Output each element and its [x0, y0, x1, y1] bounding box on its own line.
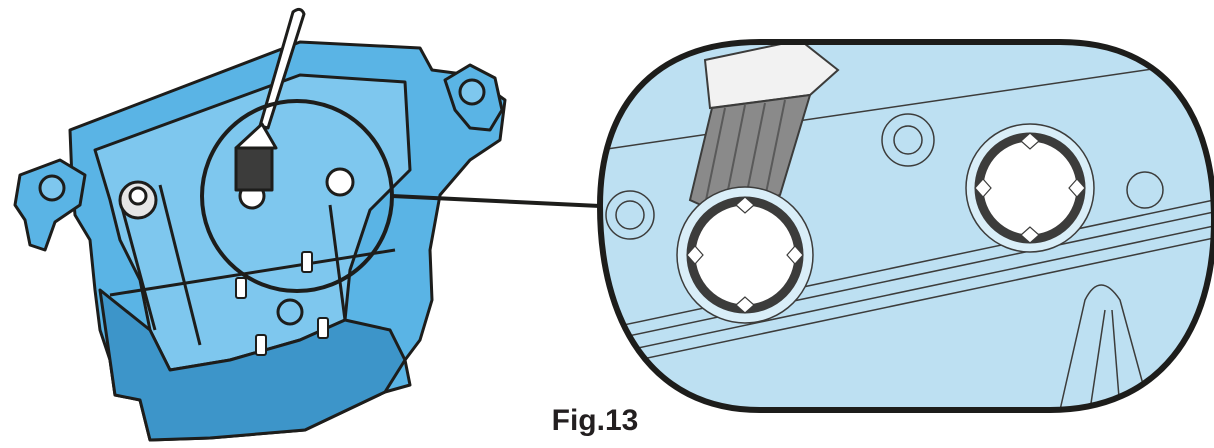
bristle-line	[764, 99, 786, 199]
brush-bristles	[234, 146, 274, 192]
zoom-wall-fin	[1089, 309, 1106, 410]
zoom-boss	[893, 125, 923, 155]
port-left	[676, 186, 814, 324]
zoom-wall-fin	[1059, 284, 1151, 410]
left-hinge-knob	[38, 174, 66, 202]
left-hinge-tab	[13, 158, 87, 252]
zoom-surface-line	[600, 225, 1214, 357]
zoom-surface-line	[600, 211, 1214, 343]
housing-rib	[328, 204, 347, 321]
port-right-arrows	[974, 132, 1086, 244]
cleaning-brush-small	[234, 7, 306, 192]
bristle-line	[744, 102, 766, 203]
zoom-boss	[881, 113, 935, 167]
housing-part	[13, 40, 507, 442]
zoom-boss	[1126, 171, 1164, 209]
port-right-ring	[974, 132, 1086, 244]
housing-clip	[235, 251, 329, 356]
housing-rib	[158, 184, 202, 346]
port-left-arrows	[686, 196, 804, 314]
right-hinge-knob	[458, 78, 486, 106]
zoom-surface-line	[600, 59, 1214, 151]
zoom-detail-panel	[596, 39, 1214, 413]
housing-rib	[109, 248, 396, 297]
housing-rib	[118, 199, 157, 331]
mount-screw	[128, 186, 148, 206]
bristle-line	[704, 107, 726, 206]
small-port-right	[325, 167, 355, 197]
port-right	[965, 123, 1095, 253]
zoom-connector-line	[391, 194, 601, 208]
brush-handle	[258, 7, 306, 130]
zoom-boss	[615, 200, 645, 230]
cleaning-brush-large	[688, 42, 840, 212]
zoom-wall-fin	[1111, 309, 1121, 410]
zoom-surface-line	[600, 237, 1214, 369]
figure-caption: Fig.13	[551, 404, 639, 437]
port-left-ring	[686, 196, 804, 314]
housing-boss	[276, 298, 304, 326]
zoom-boss	[605, 190, 655, 240]
